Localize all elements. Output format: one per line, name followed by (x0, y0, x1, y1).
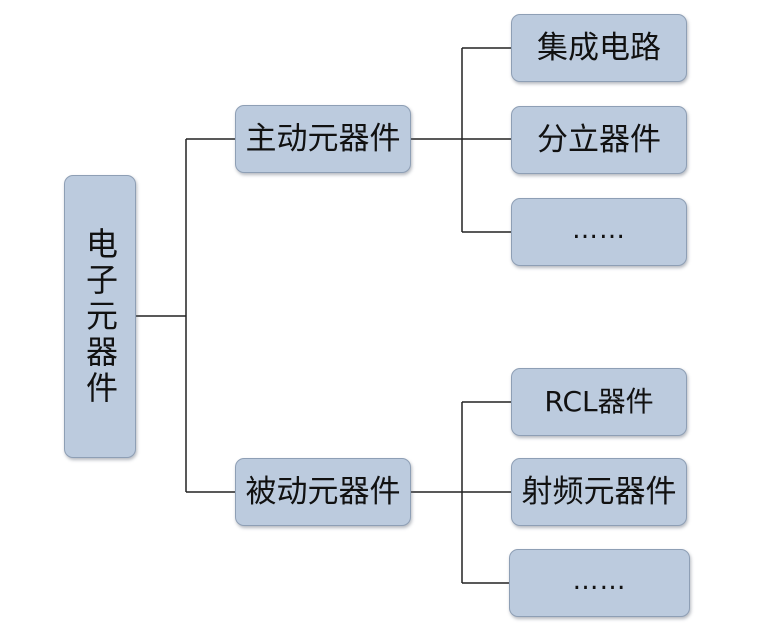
branch-node-passive-label: 被动元器件 (245, 473, 401, 510)
leaf-node-rcl-device: RCL器件 (511, 368, 687, 436)
branch-node-active: 主动元器件 (235, 105, 411, 173)
leaf-node-rf-component: 射频元器件 (511, 458, 687, 526)
leaf-node-active-more: …… (511, 198, 687, 266)
branch-node-passive: 被动元器件 (235, 458, 411, 526)
leaf-node-discrete-device: 分立器件 (511, 106, 687, 174)
leaf-node-label: …… (572, 566, 627, 596)
leaf-node-integrated-circuit: 集成电路 (511, 14, 687, 82)
leaf-node-label: 分立器件 (537, 121, 661, 158)
leaf-node-label: RCL器件 (544, 385, 654, 418)
leaf-node-label: 射频元器件 (521, 473, 677, 510)
leaf-node-passive-more: …… (509, 549, 690, 617)
root-node: 电子元器件 (64, 175, 136, 458)
root-node-label: 电子元器件 (81, 226, 119, 407)
leaf-node-label: 集成电路 (537, 29, 661, 66)
leaf-node-label: …… (572, 215, 626, 245)
branch-node-active-label: 主动元器件 (245, 120, 401, 157)
